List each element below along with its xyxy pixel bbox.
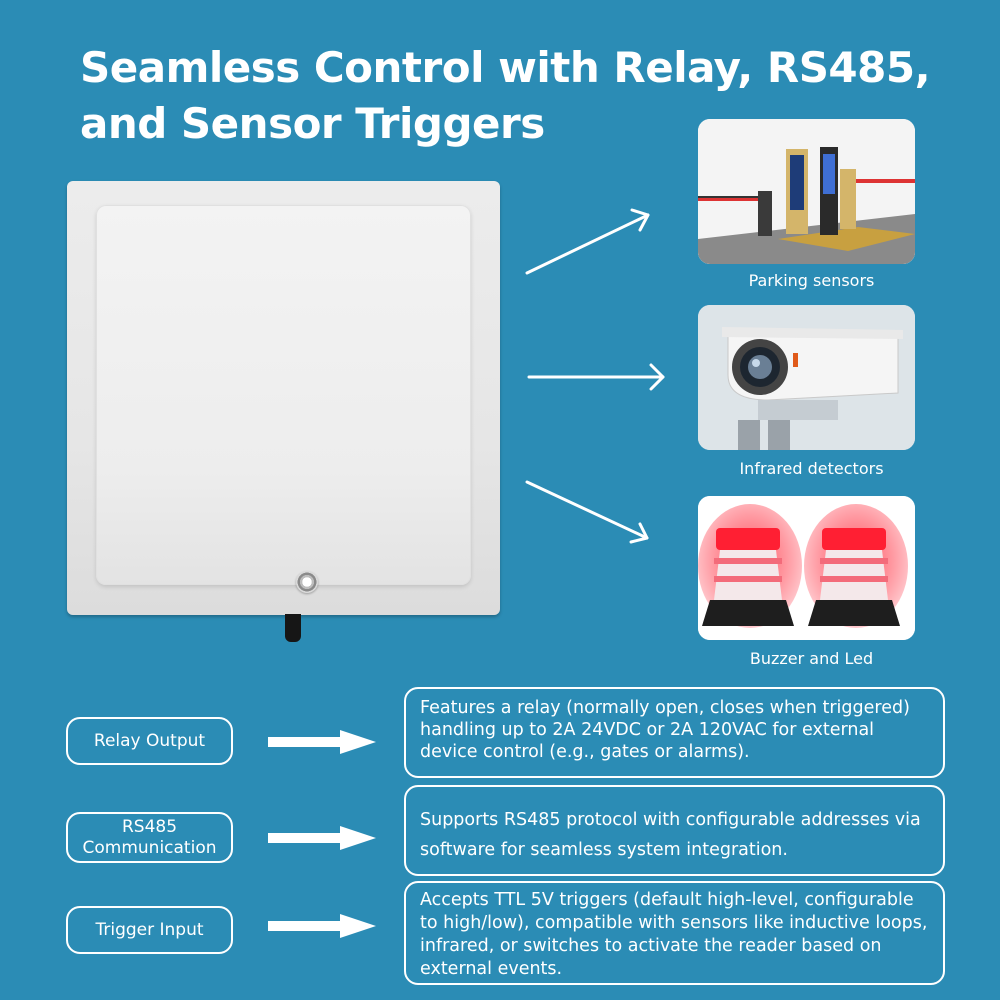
parking-sensors-caption: Parking sensors xyxy=(748,271,875,290)
relay-output-label: Relay Output xyxy=(66,717,233,765)
relay-arrow-icon xyxy=(268,730,376,754)
trigger-input-label: Trigger Input xyxy=(66,906,233,954)
warning-light-right-icon xyxy=(804,504,908,628)
buzzer-led-image xyxy=(698,496,915,640)
rs485-description: Supports RS485 protocol with configurabl… xyxy=(404,785,945,876)
relay-output-description: Features a relay (normally open, closes … xyxy=(404,687,945,778)
infrared-detectors-image xyxy=(698,305,915,450)
infrared-detectors-caption: Infrared detectors xyxy=(739,459,884,478)
rs485-label-line-1: RS485 xyxy=(121,816,178,837)
rfid-reader-image xyxy=(67,181,500,615)
device-arrows xyxy=(525,208,665,544)
title-line-2: and Sensor Triggers xyxy=(80,99,545,148)
arrow-to-parking-icon xyxy=(525,208,650,275)
page-title: Seamless Control with Relay, RS485, and … xyxy=(80,40,960,152)
reader-indicator-icon xyxy=(296,571,318,593)
warning-light-left-icon xyxy=(698,504,802,628)
rs485-label-line-2: Communication xyxy=(82,837,217,858)
buzzer-led-caption: Buzzer and Led xyxy=(749,649,874,668)
arrow-to-infrared-icon xyxy=(527,363,665,391)
parking-sensors-image xyxy=(698,119,915,264)
trigger-input-description: Accepts TTL 5V triggers (default high-le… xyxy=(404,881,945,985)
trigger-arrow-icon xyxy=(268,914,376,938)
reader-front-panel xyxy=(96,205,471,593)
rs485-communication-label: RS485 Communication xyxy=(66,812,233,863)
reader-cable xyxy=(285,614,301,642)
rs485-arrow-icon xyxy=(268,826,376,850)
title-line-1: Seamless Control with Relay, RS485, xyxy=(80,43,931,92)
arrow-to-buzzer-icon xyxy=(525,480,649,544)
